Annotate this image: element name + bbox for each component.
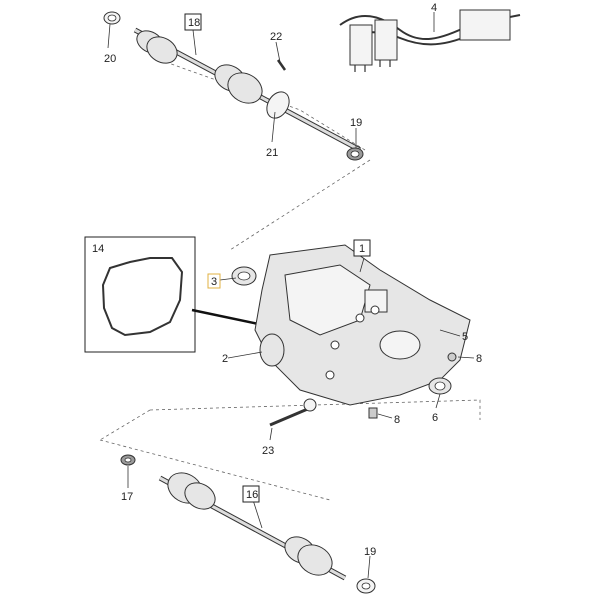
callout-4: 4 (431, 2, 437, 14)
callout-8-bottom: 8 (394, 414, 400, 426)
svg-text:3: 3 (211, 276, 217, 288)
svg-text:20: 20 (104, 53, 116, 65)
svg-text:14: 14 (92, 243, 104, 255)
svg-text:19: 19 (350, 117, 362, 129)
callout-18: 18 (184, 13, 202, 31)
svg-text:23: 23 (262, 445, 274, 457)
assembly-guides (99, 59, 481, 501)
callout-8-right: 8 (476, 353, 482, 365)
svg-text:8: 8 (476, 353, 482, 365)
callout-20: 20 (104, 53, 116, 65)
callout-3: 3 (207, 273, 221, 289)
svg-text:8: 8 (394, 414, 400, 426)
callout-1: 1 (353, 239, 371, 257)
seal-ring-3 (231, 266, 257, 286)
bolt-22 (276, 59, 287, 71)
callout-16: 16 (242, 485, 260, 503)
svg-text:17: 17 (121, 491, 133, 503)
wiring-harness[interactable] (339, 9, 521, 72)
callout-14: 14 (92, 243, 104, 255)
svg-text:22: 22 (270, 31, 282, 43)
svg-text:1: 1 (359, 243, 365, 255)
circlip-ring-20 (103, 11, 121, 25)
upper-drive-shaft[interactable] (133, 26, 362, 153)
svg-text:6: 6 (432, 412, 438, 424)
seal-ring-6 (428, 377, 452, 395)
svg-text:21: 21 (266, 147, 278, 159)
svg-text:4: 4 (431, 2, 437, 14)
leader-lines (107, 12, 475, 579)
svg-text:19: 19 (364, 546, 376, 558)
callout-17: 17 (121, 491, 133, 503)
bolt-8-bottom (368, 407, 378, 419)
svg-text:5: 5 (462, 331, 468, 343)
bolt-23 (269, 398, 317, 427)
lower-drive-shaft[interactable] (158, 467, 347, 581)
callout-5: 5 (462, 331, 468, 343)
callout-22: 22 (270, 31, 282, 43)
svg-text:16: 16 (246, 489, 258, 501)
callout-19-lower: 19 (364, 546, 376, 558)
callout-2: 2 (222, 353, 228, 365)
gasket-inset (84, 236, 326, 353)
bolt-8-right (447, 352, 457, 362)
callout-19-upper: 19 (350, 117, 362, 129)
callout-21: 21 (266, 147, 278, 159)
differential-housing[interactable] (254, 244, 471, 406)
svg-text:18: 18 (188, 17, 200, 29)
circlip-ring-17 (120, 454, 136, 466)
callout-6: 6 (432, 412, 438, 424)
svg-text:2: 2 (222, 353, 228, 365)
seal-ring-19-upper (346, 147, 364, 161)
seal-ring-19-lower (356, 578, 376, 594)
callout-23: 23 (262, 445, 274, 457)
